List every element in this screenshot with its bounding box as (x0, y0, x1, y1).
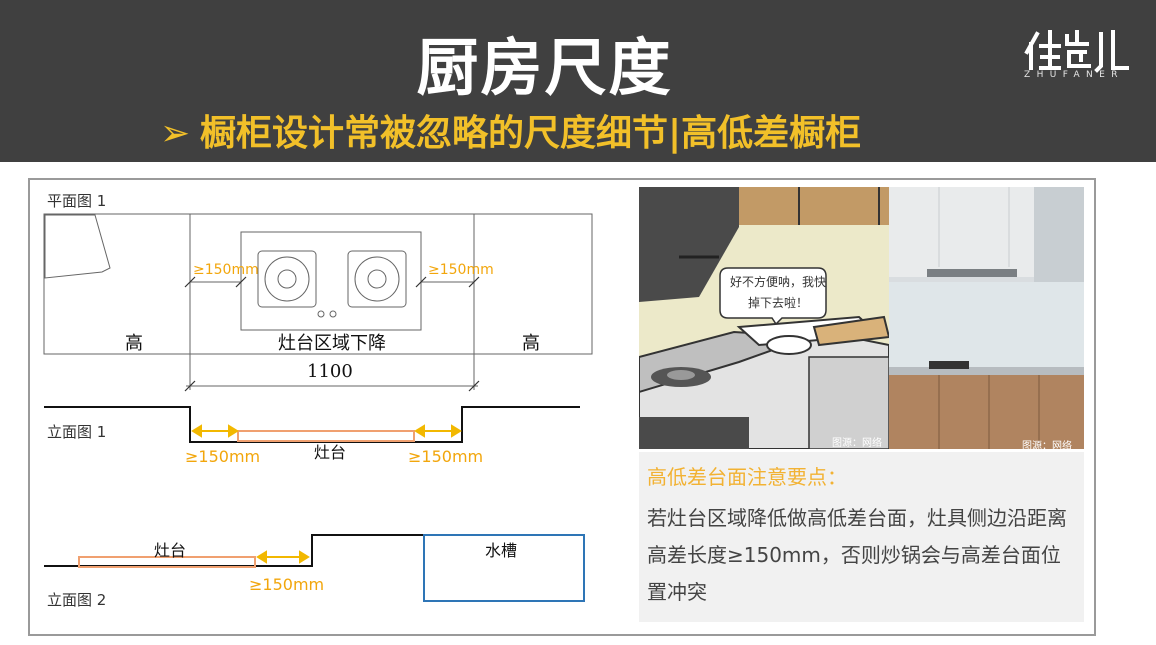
elevation2-stove (78, 556, 256, 568)
kitchen-photo (889, 187, 1084, 449)
notes-box (639, 452, 1084, 622)
brand-logo (1024, 30, 1129, 73)
elevation1-stove-label: 灶台 (314, 443, 347, 462)
elevation2-stove-label: 灶台 (154, 541, 187, 560)
arrow-bullet-icon: ➢ (160, 113, 191, 154)
elevation2-gap-label: ≥150mm (249, 575, 325, 594)
elevation1-right-gap-label: ≥150mm (408, 447, 484, 466)
brand-logo-text: ZHUFANER (1024, 70, 1124, 80)
plan-width-label: 1100 (307, 361, 353, 382)
plan-burner-left (257, 250, 317, 308)
header-band: 厨房尺度 ➢橱柜设计常被忽略的尺度细节|高低差橱柜 ZHUFANER (0, 0, 1156, 162)
plan-cooktop (240, 231, 422, 331)
cabinet-drawing (43, 213, 593, 602)
plan-corner-cabinet (44, 214, 111, 279)
elevation2-sink-label: 水槽 (485, 541, 518, 560)
kitchen-photo-credit: 图源：网络 (1022, 441, 1072, 452)
plan-left-gap-label: ≥150mm (193, 262, 259, 278)
notes-body: 若灶台区域降低做高低差台面，灶具侧边沿距离高差长度≥150mm，否则炒锅会与高差… (647, 506, 1067, 604)
plan-right-high-label: 高 (522, 333, 540, 354)
page-title: 厨房尺度 (416, 31, 673, 104)
plan-burner-right (347, 250, 407, 308)
plan-left-high-label: 高 (125, 333, 143, 354)
elevation2-sink (423, 534, 585, 602)
elevation1-stove (237, 430, 415, 442)
plan-right-gap-label: ≥150mm (428, 262, 494, 278)
speech-bubble-text: 好不方便呐，我快掉下去啦！ (729, 275, 826, 310)
plan-zone-label: 灶台区域下降 (278, 333, 386, 354)
elevation1-left-gap-label: ≥150mm (185, 447, 261, 466)
page-subtitle: ➢橱柜设计常被忽略的尺度细节|高低差橱柜 (160, 108, 861, 160)
plan-countertop-outline (43, 213, 593, 355)
subtitle-text: 橱柜设计常被忽略的尺度细节|高低差橱柜 (200, 113, 862, 154)
content-frame (28, 178, 1096, 636)
plan-label: 平面图 1 (47, 192, 107, 210)
illustration-credit: 图源：网络 (832, 438, 882, 449)
elevation2-label: 立面图 2 (47, 591, 107, 609)
elevation1-profile (44, 406, 580, 443)
notes-heading: 高低差台面注意要点： (647, 465, 847, 489)
illustration-cartoon (639, 187, 889, 449)
elevation1-label: 立面图 1 (47, 423, 107, 441)
speech-bubble (719, 267, 827, 324)
